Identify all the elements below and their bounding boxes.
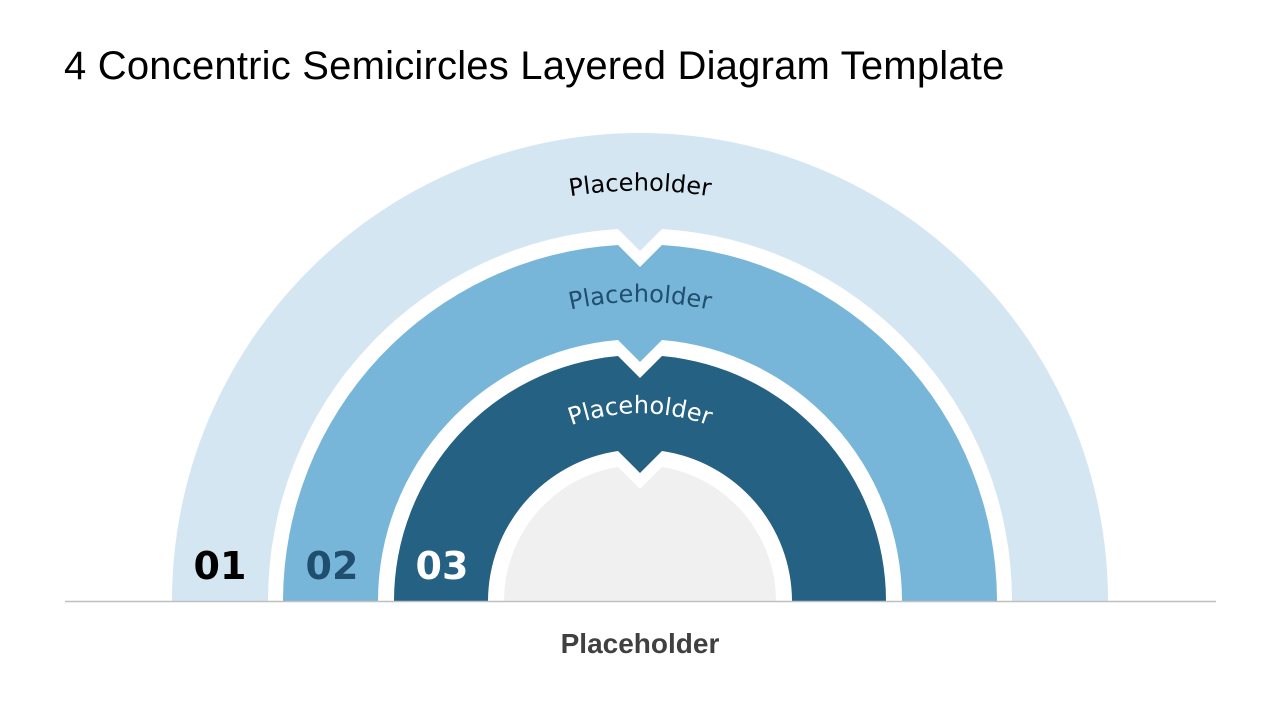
core-semicircle (504, 467, 776, 601)
layer-2-number: 02 (306, 544, 359, 588)
layer-2-ring (283, 245, 997, 601)
layer-1-ring (172, 133, 1108, 601)
slide-title: 4 Concentric Semicircles Layered Diagram… (64, 44, 1005, 88)
layer-1-number: 01 (194, 544, 247, 588)
layer-3-ring (394, 356, 886, 601)
core-label: Placeholder (560, 628, 720, 659)
layer-3-number: 03 (416, 544, 469, 588)
